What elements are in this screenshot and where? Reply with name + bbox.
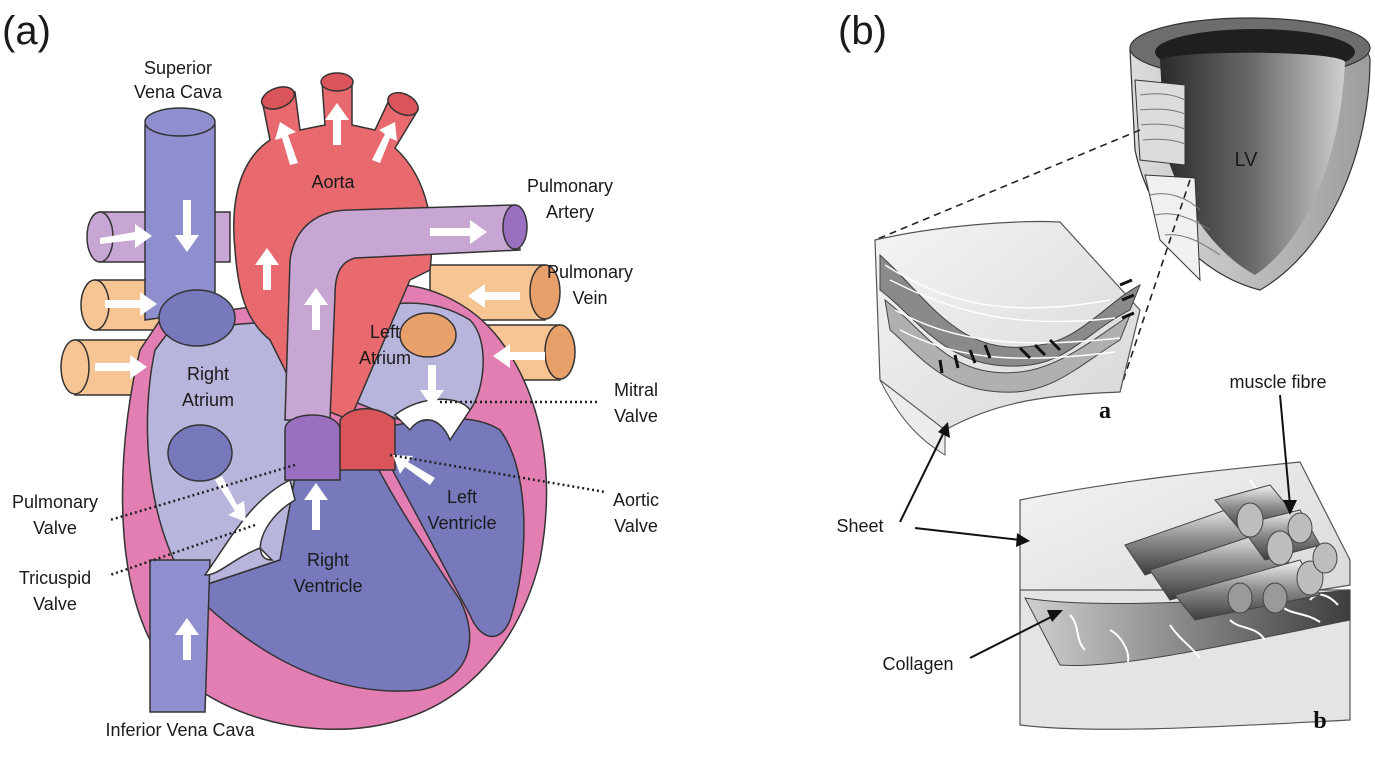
left-atrium-label-1: Left (370, 322, 400, 342)
panel-b-label: (b) (838, 9, 887, 53)
left-ventricle-label-2: Ventricle (427, 513, 496, 533)
tissue-diagram: (b) LV (836, 9, 1371, 734)
mitral-valve-label-1: Mitral (614, 380, 658, 400)
pulmonary-valve-label-1: Pulmonary (12, 492, 98, 512)
pulmonary-valve-label-2: Valve (33, 518, 77, 538)
aorta-label: Aorta (311, 172, 355, 192)
pulmonary-valve-shape (284, 414, 341, 481)
valve-pointer-lines (109, 400, 606, 577)
sheet-label: Sheet (836, 516, 883, 536)
pulmonary-vein-label-1: Pulmonary (547, 262, 633, 282)
superior-vena-cava-label-1: Superior (144, 58, 212, 78)
right-atrium-label-1: Right (187, 364, 229, 384)
inferior-vena-cava-label: Inferior Vena Cava (105, 720, 255, 740)
right-ventricle-label-2: Ventricle (293, 576, 362, 596)
inferior-vena-cava-vessel (149, 559, 211, 713)
left-ventricle-label-1: Left (447, 487, 477, 507)
right-ventricle-chamber (188, 429, 471, 692)
zoom-line-lower (1119, 179, 1191, 391)
aortic-valve-shape (339, 408, 396, 471)
pulmonary-artery-label-2: Artery (546, 202, 594, 222)
pulmonary-vein-opening (399, 312, 457, 358)
mitral-valve-label-2: Valve (614, 406, 658, 426)
tricuspid-valve-label-2: Valve (33, 594, 77, 614)
flow-arrows (95, 103, 545, 660)
superior-vena-cava-vessel (144, 113, 216, 321)
pulmonary-artery-label-1: Pulmonary (527, 176, 613, 196)
panel-a-label: (a) (2, 9, 51, 53)
left-atrium-label-2: Atrium (359, 348, 411, 368)
mitral-valve-shape (393, 398, 471, 442)
tissue-pointers (899, 394, 1297, 659)
left-ventricle-chamber (368, 417, 525, 638)
heart-diagram: (a) (2, 9, 659, 740)
aortic-valve-label-1: Aortic (613, 490, 659, 510)
superior-vena-cava-label-2: Vena Cava (134, 82, 223, 102)
tissue-block-b: b (1019, 461, 1351, 734)
muscle-fibre-label: muscle fibre (1229, 372, 1326, 392)
svc-opening (158, 289, 236, 347)
heart-labels: Superior Vena Cava Aorta Pulmonary Arter… (12, 58, 659, 740)
muscle-fibres (1124, 484, 1338, 621)
right-atrium-label-2: Atrium (182, 390, 234, 410)
ivc-opening (167, 424, 233, 482)
sub-label-a: a (1099, 398, 1111, 424)
sub-label-b: b (1313, 708, 1326, 734)
collagen-label: Collagen (882, 654, 953, 674)
pulmonary-vein-label-2: Vein (572, 288, 607, 308)
aortic-valve-label-2: Valve (614, 516, 658, 536)
lv-label: LV (1235, 149, 1259, 171)
fibre-block-a: a (874, 220, 1141, 456)
tricuspid-valve-label-1: Tricuspid (19, 568, 91, 588)
left-ventricle-cutaway: LV (1129, 17, 1371, 291)
right-ventricle-label-1: Right (307, 550, 349, 570)
